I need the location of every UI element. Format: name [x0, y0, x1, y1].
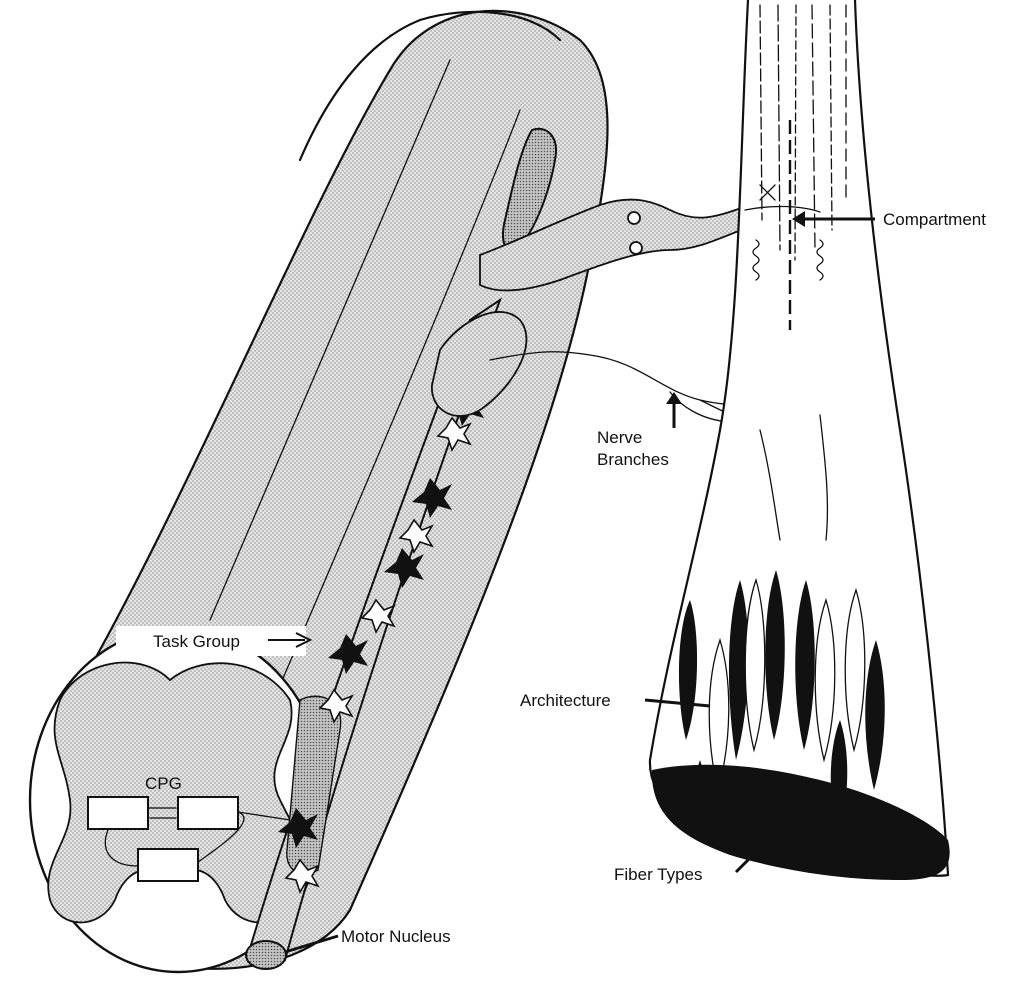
- label-fiber-types: Fiber Types: [614, 865, 703, 884]
- cpg-box-3: [138, 849, 198, 881]
- label-architecture: Architecture: [520, 691, 611, 710]
- label-compartment: Compartment: [883, 210, 986, 229]
- cpg-box-1: [88, 797, 148, 829]
- muscle-outline: [650, 0, 948, 876]
- label-nerve-branches-line1: Nerve: [597, 428, 642, 447]
- muscle: [650, 0, 950, 880]
- label-cpg: CPG: [145, 774, 182, 793]
- label-task-group: Task Group: [153, 632, 240, 651]
- label-nerve-branches-line2: Branches: [597, 450, 669, 469]
- ganglion-cell-1: [628, 212, 640, 224]
- nerve-branch-b: [670, 392, 730, 422]
- nerve-branches-arrowhead: [666, 392, 682, 404]
- cpg-box-2: [178, 797, 238, 829]
- motor-nucleus-end: [246, 941, 286, 969]
- label-motor-nucleus: Motor Nucleus: [341, 927, 451, 946]
- ganglion-cell-2: [630, 242, 642, 254]
